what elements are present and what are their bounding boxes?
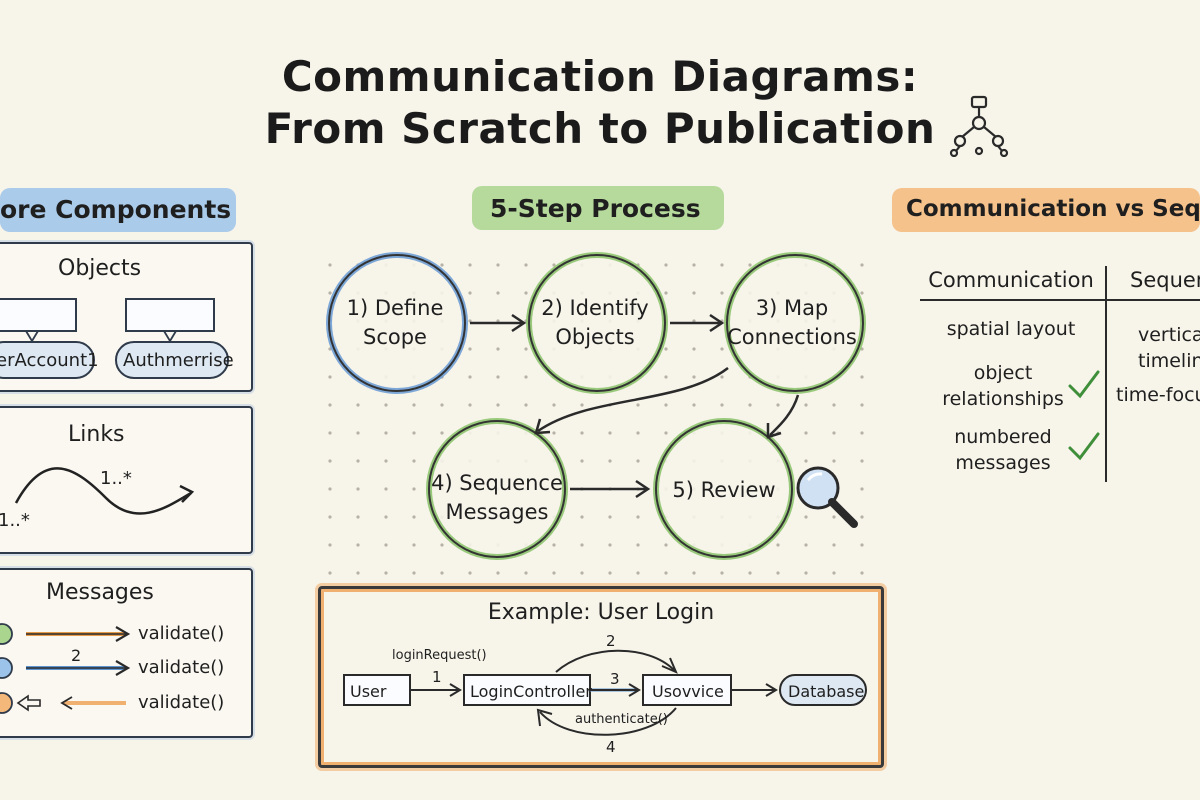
links-title: Links bbox=[68, 422, 125, 447]
link-multiplicity-top: 1..* bbox=[100, 468, 132, 489]
objects-panel: Objects erAccount1 Authmerrise bbox=[0, 242, 253, 392]
checkmark-icon bbox=[1068, 432, 1100, 461]
message-number: 2 bbox=[71, 646, 82, 665]
message-label-3: validate() bbox=[138, 692, 225, 713]
comm-row-numbered: numbered messages bbox=[954, 426, 1052, 474]
step-4[interactable]: 4) Sequence Messages bbox=[431, 471, 563, 524]
comm-row-relationships: object relationships bbox=[942, 362, 1064, 410]
col-communication-header: Communication bbox=[928, 268, 1094, 292]
step-1[interactable]: 1) Define Scope bbox=[346, 296, 444, 349]
page-title: Communication Diagrams: bbox=[281, 52, 919, 101]
example-panel bbox=[318, 586, 884, 768]
objects-title: Objects bbox=[58, 256, 142, 281]
step-2[interactable]: 2) Identify Objects bbox=[541, 296, 649, 349]
page-subtitle: From Scratch to Publication bbox=[264, 104, 936, 153]
messages-title: Messages bbox=[46, 580, 154, 605]
object-label-2: Authmerrise bbox=[123, 350, 234, 371]
message-label-2: validate() bbox=[138, 657, 225, 678]
links-panel: Links 1..* 1..* bbox=[0, 406, 253, 554]
messages-panel: Messages 2 validate() validate() validat… bbox=[0, 568, 253, 738]
comm-row-spatial: spatial layout bbox=[946, 318, 1076, 340]
seq-row-time: time-focu bbox=[1116, 384, 1200, 406]
message-label-1: validate() bbox=[138, 623, 225, 644]
step-3[interactable]: 3) Map Connections bbox=[727, 296, 857, 349]
label-authenticate: authenticate() bbox=[575, 712, 668, 727]
components-highlight bbox=[0, 188, 236, 232]
node-user[interactable]: User bbox=[350, 682, 387, 701]
process-heading: 5-Step Process bbox=[490, 194, 701, 223]
process-highlight bbox=[472, 186, 724, 230]
components-heading: ore Components bbox=[0, 195, 232, 224]
object-label-1: erAccount1 bbox=[0, 350, 99, 371]
node-database[interactable]: Database bbox=[788, 682, 865, 701]
process-diagram bbox=[310, 240, 875, 575]
comparison-heading: Communication vs Seq bbox=[906, 196, 1200, 222]
hierarchy-icon bbox=[949, 95, 1009, 157]
checkmark-icon bbox=[1068, 370, 1100, 399]
label-n2: 2 bbox=[606, 632, 616, 650]
label-n1: 1 bbox=[432, 668, 442, 686]
comparison-table-lines bbox=[920, 266, 1200, 482]
col-sequence-header: Sequen bbox=[1130, 268, 1200, 292]
label-login-request: loginRequest() bbox=[392, 648, 487, 663]
label-n3: 3 bbox=[610, 670, 620, 688]
link-multiplicity-bottom: 1..* bbox=[0, 510, 30, 531]
step-5[interactable]: 5) Review bbox=[672, 478, 776, 502]
label-n4: 4 bbox=[606, 738, 616, 756]
example-title: Example: User Login bbox=[487, 600, 715, 625]
example-diagram bbox=[343, 649, 867, 736]
node-login-controller[interactable]: LoginController bbox=[470, 682, 592, 701]
magnifier-icon bbox=[796, 466, 858, 528]
comparison-highlight bbox=[892, 188, 1200, 232]
seq-row-vertical: vertica timelin bbox=[1138, 324, 1200, 372]
node-user-service[interactable]: Usoᴠvice bbox=[652, 682, 724, 701]
